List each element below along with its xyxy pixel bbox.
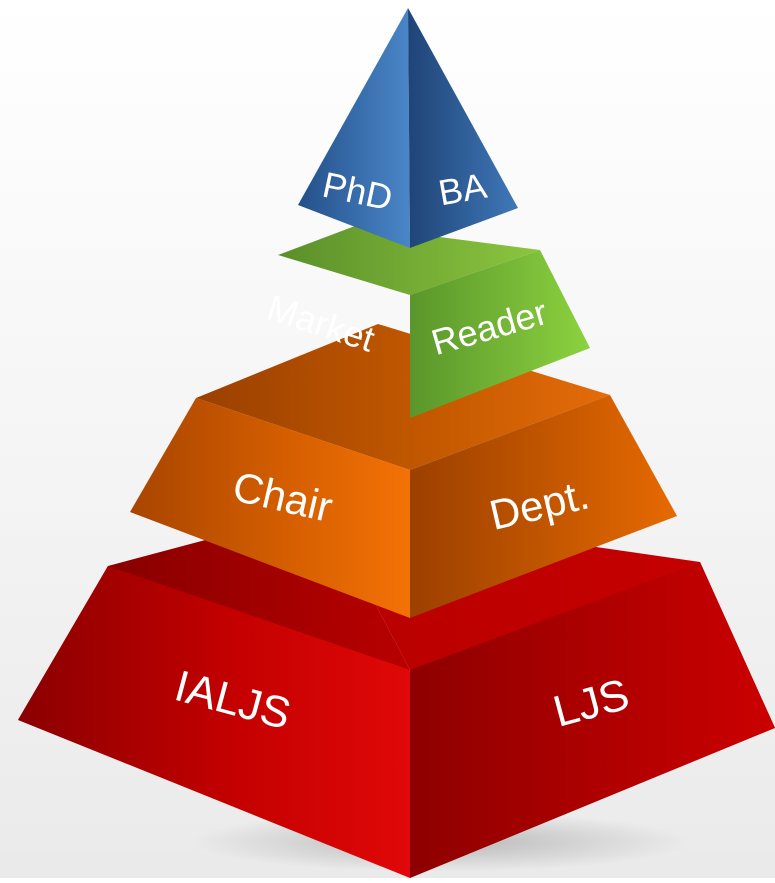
tier-top: PhD BA: [298, 8, 518, 248]
tier-second: Chair Dept.: [130, 324, 677, 618]
tier-bottom-right-face: [410, 562, 775, 878]
tier-top-right-face: [408, 8, 518, 248]
tier-second-right-face: [410, 395, 677, 618]
tier-third-front: [410, 250, 590, 418]
tier-bottom-left-face: [18, 566, 410, 878]
tier-top-left-face: [298, 8, 410, 248]
tier-second-left-face: [130, 398, 410, 618]
tier-top-right-label: BA: [435, 165, 489, 214]
tier-third-top: [278, 226, 540, 295]
tier-second-back: [196, 324, 610, 470]
